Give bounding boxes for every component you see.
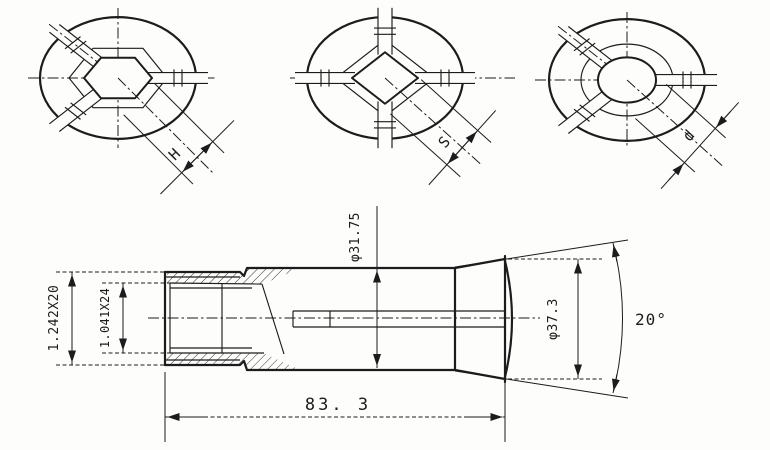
dimension-head-angle: 20° bbox=[454, 239, 667, 399]
body-profile-top bbox=[163, 266, 457, 278]
body-diameter-label: φ31.75 bbox=[348, 212, 363, 262]
head-diameter-label: φ37.3 bbox=[546, 298, 561, 340]
bore-top bbox=[170, 283, 262, 284]
keyway-slot bbox=[293, 311, 505, 327]
slot-bottom bbox=[374, 101, 396, 149]
head-front-arc bbox=[503, 259, 514, 379]
overall-length-label: 83. 3 bbox=[305, 395, 371, 415]
external-thread-label: 1.242X20 bbox=[47, 285, 62, 352]
slot-right bbox=[415, 69, 475, 86]
dimension-body-diameter: φ31.75 bbox=[348, 206, 381, 368]
jaw-step-outline bbox=[69, 48, 167, 107]
section-view: 1.242X20 1.041X24 φ31.75 bbox=[47, 206, 667, 442]
dim-label-hex: H bbox=[165, 145, 184, 164]
bore-cone-transition bbox=[262, 284, 284, 354]
dimension-overall-length: 83. 3 bbox=[164, 372, 506, 442]
dimension-external-thread: 1.242X20 bbox=[47, 271, 166, 366]
front-view-hex: H bbox=[28, 8, 235, 195]
front-view-round: d bbox=[535, 12, 740, 190]
internal-thread-label: 1.041X24 bbox=[98, 288, 112, 348]
slot-lower-left bbox=[47, 87, 106, 133]
slot-upper-left bbox=[549, 19, 621, 75]
slot-upper-left bbox=[40, 17, 112, 73]
head-angle-label: 20° bbox=[635, 310, 667, 329]
slot-right bbox=[146, 69, 208, 86]
dimension-internal-thread: 1.041X24 bbox=[98, 282, 174, 354]
section-hatch-bottom bbox=[167, 353, 298, 369]
slot-top bbox=[374, 7, 396, 55]
slot-right bbox=[655, 71, 717, 88]
body-profile-bottom bbox=[163, 359, 457, 372]
front-view-square: S bbox=[290, 7, 515, 186]
dimension-head-diameter: φ37.3 bbox=[508, 258, 602, 380]
dim-label-square: S bbox=[435, 133, 454, 152]
slot-lower-left bbox=[556, 89, 615, 135]
dimension-H: H bbox=[81, 41, 235, 195]
slot-left bbox=[295, 69, 355, 86]
